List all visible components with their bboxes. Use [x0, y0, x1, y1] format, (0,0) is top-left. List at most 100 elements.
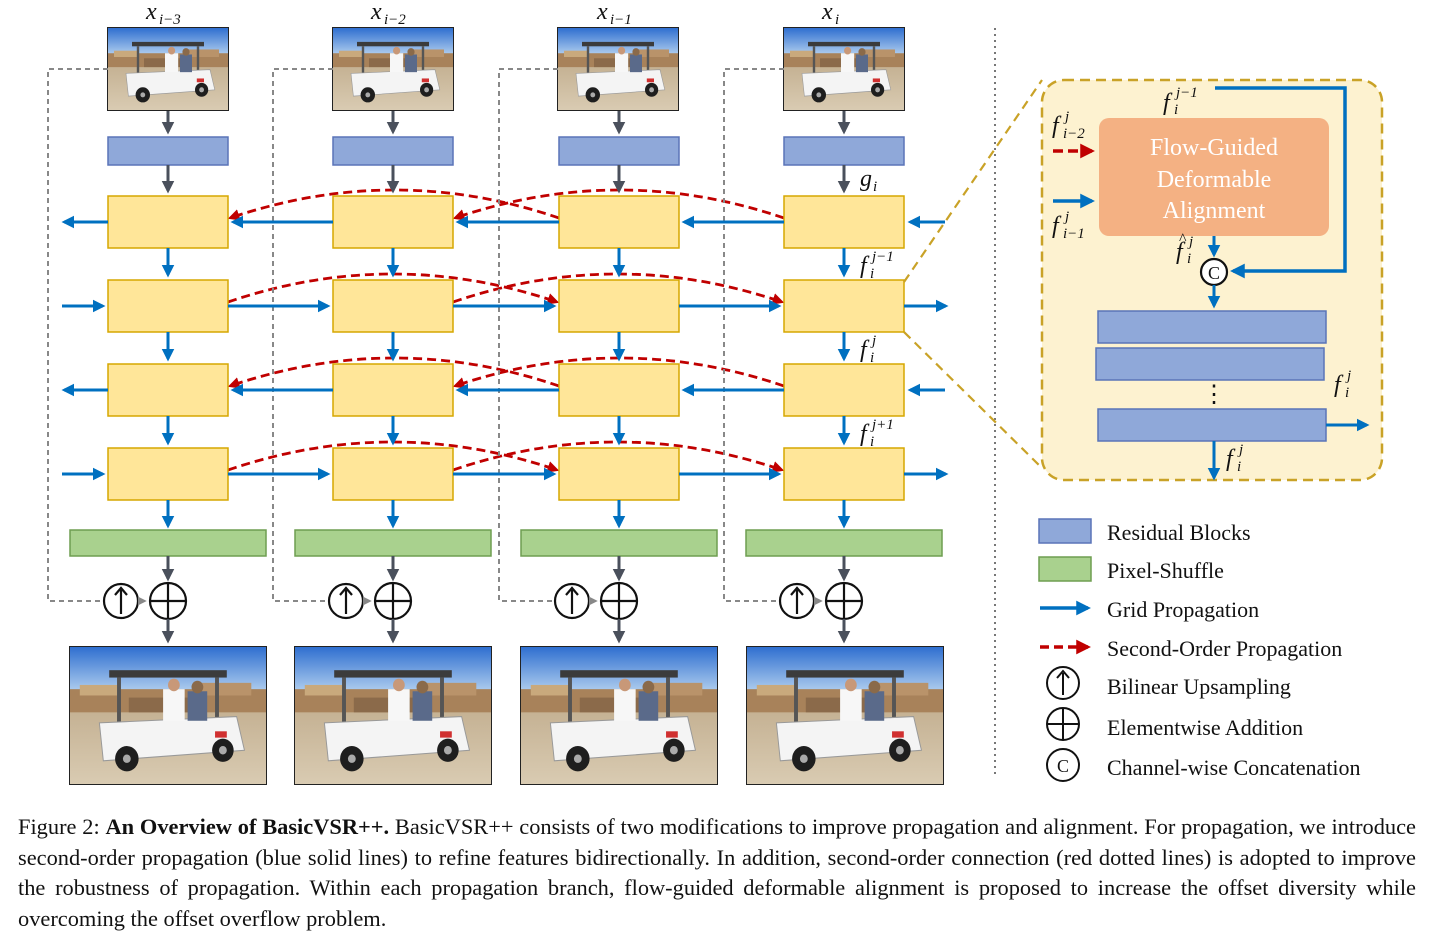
- module-label-line-1: Flow-Guided: [1150, 135, 1278, 161]
- legend-residual-label: Residual Blocks: [1107, 520, 1251, 545]
- detail-residual-block: [1097, 310, 1327, 344]
- propagation-block: [332, 447, 454, 501]
- svg-text:f: f: [860, 337, 870, 363]
- input-frame-image: [558, 28, 678, 110]
- residual-block: [107, 136, 229, 166]
- output-frame-image: [747, 647, 943, 784]
- legend-pixelshuffle-swatch: [1038, 556, 1092, 582]
- concat-symbol: C: [1208, 263, 1220, 283]
- second-order-arrow: [452, 188, 785, 221]
- svg-text:j: j: [1237, 442, 1243, 458]
- skip-connection: [723, 68, 784, 602]
- flow-guided-alignment-module: [1099, 118, 1329, 236]
- zoom-lines: [903, 79, 1043, 469]
- svg-text:j: j: [1345, 368, 1351, 384]
- addition-icon: [824, 581, 864, 621]
- legend: Residual Blocks Pixel-Shuffle Grid Propa…: [1038, 518, 1361, 782]
- caption-prefix: Figure 2:: [18, 814, 106, 839]
- second-order-arrow: [452, 440, 785, 473]
- label-fhat-i-j: f ^ j i: [1176, 231, 1193, 267]
- propagation-block: [332, 195, 454, 249]
- skip-connection: [47, 68, 108, 602]
- label-f-i-jm1-top: f j−1 i: [1163, 85, 1198, 118]
- svg-text:f: f: [860, 421, 870, 447]
- residual-block: [783, 136, 905, 166]
- svg-text:g: g: [860, 166, 872, 192]
- svg-text:f: f: [1052, 213, 1062, 239]
- label-f-i-j-right: f j i: [1334, 368, 1351, 401]
- propagation-block: [783, 279, 905, 333]
- output-frame-image: [70, 647, 266, 784]
- svg-text:i: i: [870, 434, 874, 450]
- label-f-im1-j: f j i−1: [1052, 209, 1085, 242]
- legend-addition-label: Elementwise Addition: [1107, 715, 1303, 740]
- second-order-connections: [227, 188, 785, 473]
- svg-text:i: i: [1187, 251, 1191, 267]
- svg-text:i−2: i−2: [1063, 126, 1085, 142]
- svg-text:i: i: [1345, 385, 1349, 401]
- second-order-arrow: [227, 356, 560, 389]
- skip-connection: [272, 68, 333, 602]
- svg-text:^: ^: [1179, 231, 1187, 248]
- svg-text:i: i: [1237, 459, 1241, 475]
- propagation-block: [558, 195, 680, 249]
- alignment-detail-panel: Flow-Guided Deformable Alignment C ⋮ f j…: [1040, 78, 1384, 482]
- upsample-icon: [778, 582, 816, 620]
- svg-text:j−1: j−1: [1174, 85, 1198, 101]
- output-frame-image: [521, 647, 717, 784]
- propagation-block: [107, 447, 229, 501]
- residual-block: [558, 136, 680, 166]
- legend-residual-swatch: [1038, 518, 1092, 544]
- propagation-block: [558, 447, 680, 501]
- svg-text:i: i: [870, 350, 874, 366]
- svg-text:j: j: [1187, 234, 1193, 250]
- ellipsis-dots: ⋮: [1202, 382, 1226, 408]
- detail-top-input-arrow: [1215, 86, 1347, 279]
- detail-residual-block: [1097, 408, 1327, 442]
- svg-text:j−1: j−1: [870, 249, 894, 265]
- caption-body: BasicVSR++ consists of two modifications…: [18, 814, 1416, 931]
- grid-propagation-arrows: [61, 215, 949, 481]
- upsample-icon: [102, 582, 140, 620]
- pixel-shuffle-block: [745, 529, 943, 557]
- caption-title: An Overview of BasicVSR++.: [105, 814, 390, 839]
- second-order-arrow: [227, 188, 560, 221]
- svg-text:j: j: [1063, 109, 1069, 125]
- legend-pixelshuffle-label: Pixel-Shuffle: [1107, 558, 1224, 583]
- svg-text:x: x: [370, 0, 382, 25]
- svg-text:f: f: [1176, 239, 1186, 265]
- propagation-block: [558, 363, 680, 417]
- legend-addition-icon: [1046, 707, 1080, 741]
- input-frame-image: [108, 28, 228, 110]
- skip-connection: [498, 68, 558, 602]
- legend-secondorder-label: Second-Order Propagation: [1107, 636, 1342, 661]
- input-frame-image: [333, 28, 453, 110]
- propagation-block: [332, 363, 454, 417]
- svg-text:f: f: [1334, 372, 1344, 398]
- propagation-block: [107, 195, 229, 249]
- svg-text:j+1: j+1: [870, 417, 894, 433]
- svg-text:i−1: i−1: [1063, 226, 1085, 242]
- pixel-shuffle-block: [69, 529, 267, 557]
- svg-text:C: C: [1057, 756, 1069, 776]
- addition-icon: [599, 581, 639, 621]
- second-order-arrow: [227, 440, 560, 473]
- svg-text:i: i: [835, 12, 839, 28]
- second-order-arrow: [227, 272, 560, 305]
- svg-text:f: f: [860, 253, 870, 279]
- legend-upsample-icon: [1046, 666, 1080, 700]
- upsample-icon: [327, 582, 365, 620]
- figure-caption: Figure 2: An Overview of BasicVSR++. Bas…: [18, 812, 1416, 934]
- svg-text:i−2: i−2: [384, 12, 406, 28]
- propagation-block: [107, 279, 229, 333]
- module-label-line-2: Deformable: [1157, 167, 1272, 193]
